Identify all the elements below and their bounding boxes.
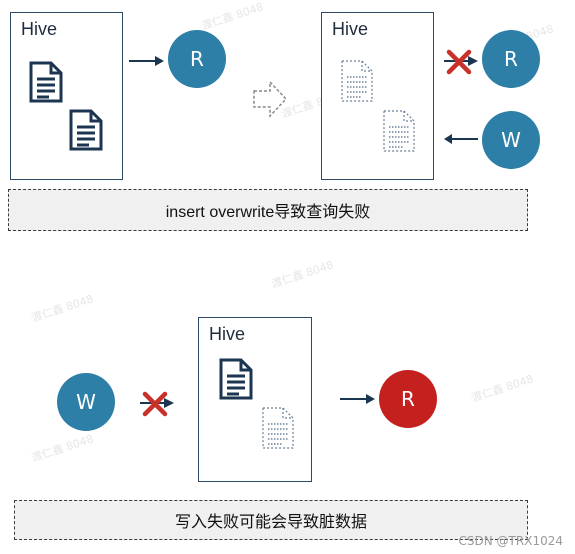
hive-box-before: Hive [10, 12, 123, 180]
overwritten-document-icon [383, 110, 415, 152]
hive-box-dirty: Hive [198, 317, 312, 482]
hive-label: Hive [209, 324, 246, 344]
hive-label: Hive [21, 19, 58, 39]
writer-node: W [482, 111, 540, 169]
credit-text: CSDN @TRX1024 [458, 534, 563, 548]
hive-box-after: Hive [321, 12, 434, 180]
overwritten-document-icon [341, 60, 373, 102]
read-arrow [340, 394, 375, 404]
document-icon [29, 61, 63, 103]
hive-label: Hive [332, 19, 369, 39]
watermark: 渡仁鑫 8048 [29, 432, 96, 465]
watermark: 渡仁鑫 8048 [269, 258, 336, 291]
transition-arrow-icon [253, 80, 288, 118]
watermark: 渡仁鑫 8048 [469, 372, 536, 405]
watermark: 渡仁鑫 8048 [199, 0, 266, 33]
writer-node: W [57, 373, 115, 431]
document-icon [219, 358, 253, 400]
partial-document-icon [262, 407, 294, 449]
read-arrow [129, 56, 164, 66]
caption-bottom: 写入失败可能会导致脏数据 [14, 500, 528, 540]
reader-node-dirty: R [379, 370, 437, 428]
reader-node: R [168, 30, 226, 88]
reader-node: R [482, 30, 540, 88]
watermark: 渡仁鑫 8048 [29, 292, 96, 325]
write-arrow [444, 134, 478, 144]
caption-top: insert overwrite导致查询失败 [8, 189, 528, 231]
cross-icon [446, 49, 472, 75]
document-icon [69, 109, 103, 151]
cross-icon [142, 391, 168, 417]
